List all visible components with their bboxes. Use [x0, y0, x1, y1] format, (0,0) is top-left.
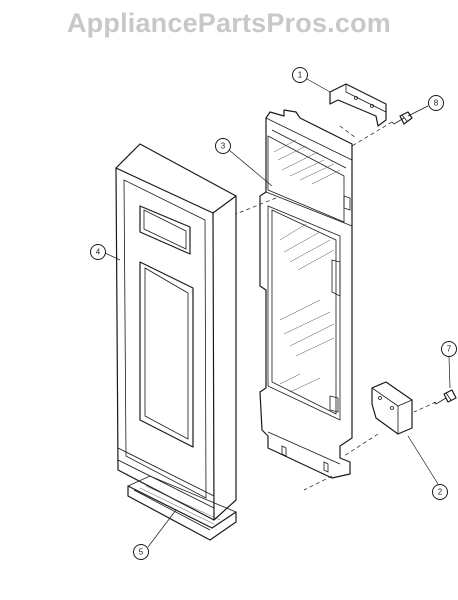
screw-top	[391, 111, 413, 125]
callout-5: 5	[133, 544, 149, 560]
callout-2: 2	[432, 484, 448, 500]
svg-text:8: 8	[434, 99, 439, 108]
svg-text:2: 2	[438, 488, 443, 497]
leader-lines	[104, 78, 451, 548]
door-strip	[127, 475, 237, 541]
screw-bottom	[433, 389, 457, 405]
callout-8: 8	[428, 95, 444, 111]
callout-7: 7	[441, 341, 457, 357]
callout-1: 1	[292, 67, 308, 83]
svg-text:4: 4	[96, 248, 101, 257]
bracket-top	[329, 83, 387, 127]
callout-4: 4	[90, 244, 106, 260]
svg-text:7: 7	[447, 345, 452, 354]
svg-text:5: 5	[139, 548, 144, 557]
inner-panel	[259, 109, 353, 479]
bracket-bottom	[371, 381, 413, 435]
callout-3: 3	[215, 138, 231, 154]
watermark-logo: AppliancePartsPros.com	[66, 8, 391, 38]
svg-text:1: 1	[298, 71, 303, 80]
door-frame	[115, 143, 237, 521]
svg-text:3: 3	[221, 142, 226, 151]
